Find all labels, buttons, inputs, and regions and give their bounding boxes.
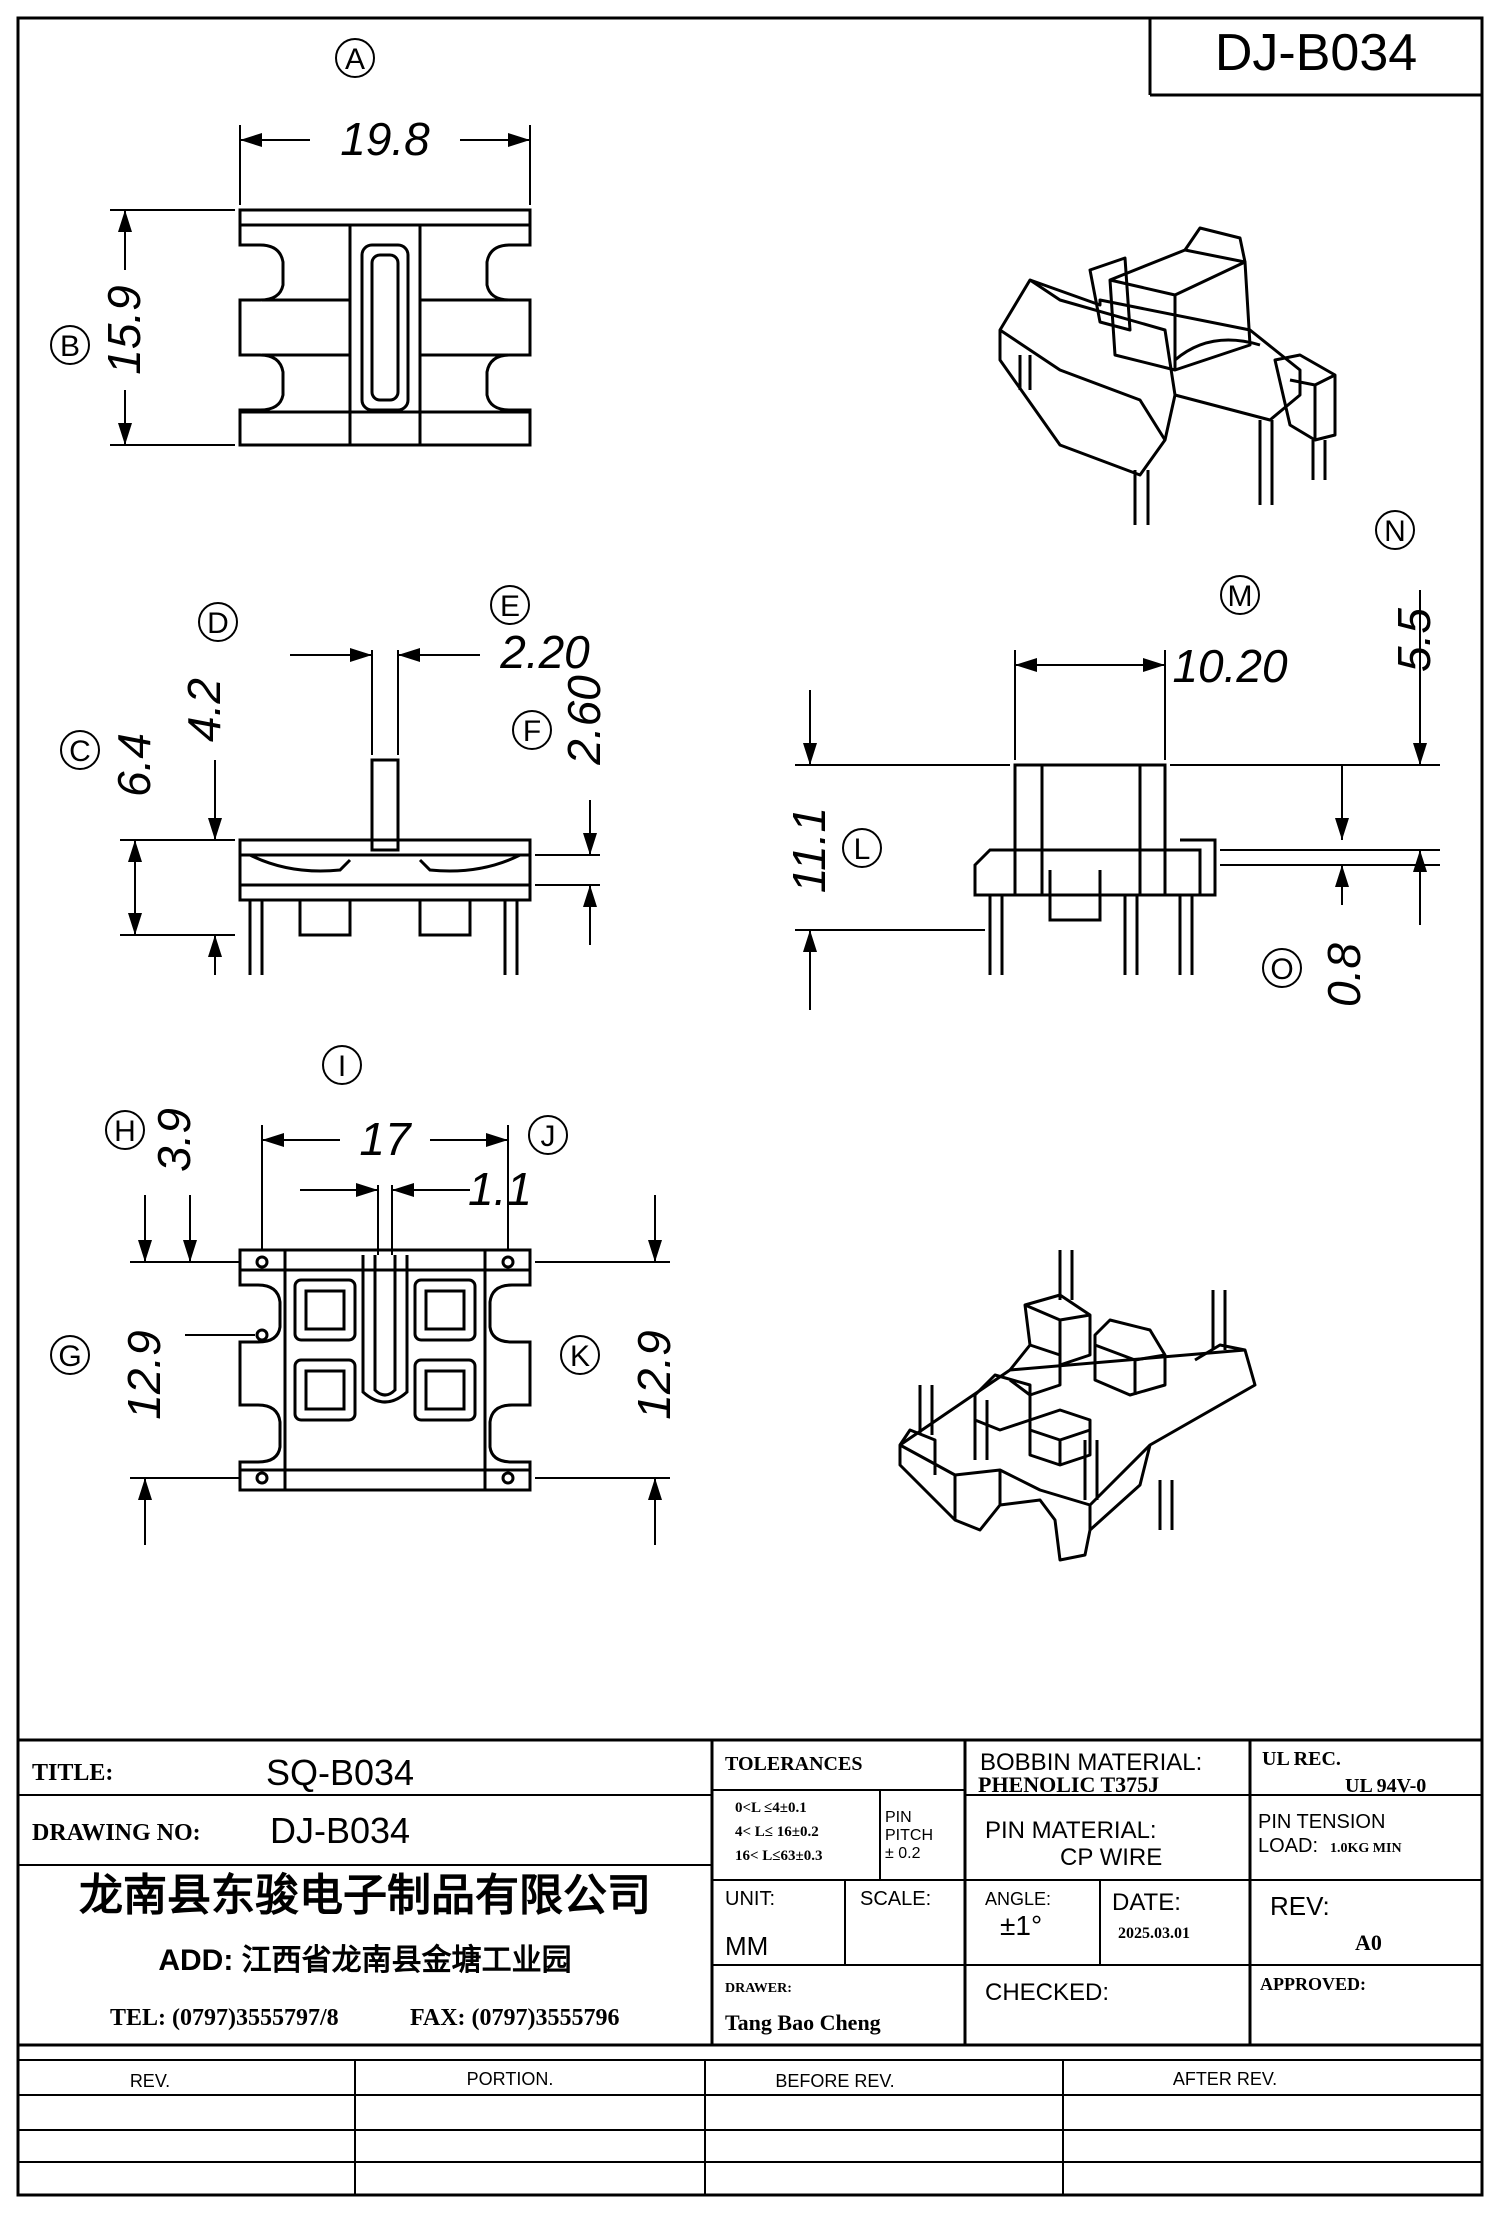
dim-k: 12.9	[628, 1330, 680, 1420]
label-i: I	[338, 1050, 346, 1083]
dim-d: 4.2	[178, 678, 230, 742]
pin-pitch-1: PIN	[885, 1809, 912, 1826]
dim-n: 5.5	[1388, 608, 1440, 672]
scale-label: SCALE:	[860, 1888, 931, 1910]
label-e: E	[500, 590, 520, 623]
pin-tension-label-1: PIN TENSION	[1258, 1811, 1385, 1833]
angle-value: ±1°	[1000, 1910, 1042, 1941]
bobbin-material-value: PHENOLIC T375J	[978, 1772, 1159, 1797]
ul-rec-value: UL 94V-0	[1345, 1775, 1426, 1797]
pin-material-label: PIN MATERIAL:	[985, 1817, 1157, 1844]
dim-a-width: 19.8	[340, 113, 430, 165]
front-view	[120, 648, 600, 975]
date-label: DATE:	[1112, 1889, 1181, 1916]
ul-rec-label: UL REC.	[1262, 1748, 1341, 1770]
company-fax: FAX: (0797)3555796	[410, 2005, 620, 2031]
label-g: G	[58, 1340, 81, 1373]
dim-g: 12.9	[118, 1330, 170, 1420]
company-name: 龙南县东骏电子制品有限公司	[79, 1870, 651, 1920]
label-m: M	[1228, 580, 1253, 613]
dim-h: 3.9	[148, 1108, 200, 1172]
approved-label: APPROVED:	[1260, 1974, 1366, 1994]
pin-pitch-2: PITCH	[885, 1827, 933, 1844]
title-label: TITLE:	[32, 1760, 113, 1786]
drawer-label: DRAWER:	[725, 1981, 792, 1996]
pin-pitch-3: ± 0.2	[885, 1845, 921, 1862]
company-address: ADD: 江西省龙南县金塘工业园	[158, 1943, 571, 1977]
drawing-no-label: DRAWING NO:	[32, 1820, 201, 1846]
dim-o: 0.8	[1318, 943, 1370, 1007]
rev-label: REV:	[1270, 1891, 1330, 1921]
dim-e: 2.20	[499, 626, 590, 678]
drawing-code: DJ-B034	[1215, 24, 1417, 82]
label-o: O	[1270, 953, 1293, 986]
iso-view-bottom	[898, 1250, 1257, 1562]
revision-table-headers: REV. PORTION. BEFORE REV. AFTER REV.	[130, 2069, 1277, 2091]
drawer-name: Tang Bao Cheng	[725, 2010, 881, 2035]
side-view	[795, 590, 1440, 1010]
label-k: K	[570, 1340, 590, 1373]
rev-header: REV.	[130, 2071, 170, 2091]
tolerance-line-1: 0<L ≤4±0.1	[735, 1800, 807, 1816]
iso-view-top	[998, 226, 1337, 525]
dim-f: 2.60	[558, 675, 610, 766]
label-n: N	[1384, 515, 1406, 548]
label-a: A	[345, 43, 365, 76]
rev-value: A0	[1355, 1930, 1382, 1955]
side-view-labels: M 10.20 N 5.5 L 11.1 O 0.8	[783, 510, 1440, 1007]
label-h: H	[114, 1115, 136, 1148]
front-view-labels: D 4.2 E 2.20 C 6.4 F 2.60	[60, 585, 610, 797]
unit-label: UNIT:	[725, 1888, 775, 1910]
pin-tension-label-2: LOAD:	[1258, 1835, 1318, 1857]
label-b: B	[60, 330, 80, 363]
label-c: C	[69, 735, 91, 768]
bottom-view-labels: I 17 H 3.9 J 1.1 G 12.9 K 12.9	[50, 1045, 680, 1420]
dim-m: 10.20	[1172, 640, 1288, 692]
dim-c: 6.4	[108, 733, 160, 797]
label-j: J	[541, 1120, 556, 1153]
pin-material-value: CP WIRE	[1060, 1844, 1162, 1871]
after-rev-header: AFTER REV.	[1173, 2069, 1277, 2089]
tolerance-line-3: 16< L≤63±0.3	[735, 1848, 823, 1864]
drawing-code-box: DJ-B034	[1148, 18, 1482, 97]
before-rev-header: BEFORE REV.	[775, 2071, 894, 2091]
label-l: L	[854, 833, 871, 866]
checked-label: CHECKED:	[985, 1979, 1109, 2006]
angle-label: ANGLE:	[985, 1889, 1051, 1909]
dim-b-height: 15.9	[98, 285, 150, 375]
dim-j: 1.1	[468, 1163, 532, 1215]
company-tel: TEL: (0797)3555797/8	[110, 2005, 339, 2031]
top-view-labels: A 19.8 B 15.9	[50, 38, 430, 375]
bottom-view	[130, 1125, 670, 1545]
top-view	[110, 125, 532, 447]
title-block-grid	[18, 1738, 1482, 2195]
sheet-border	[16, 16, 1484, 2197]
label-d: D	[207, 607, 229, 640]
date-value: 2025.03.01	[1118, 1925, 1190, 1942]
dim-i: 17	[359, 1113, 412, 1165]
title-block-text: TITLE: SQ-B034 DRAWING NO: DJ-B034 龙南县东骏…	[32, 1748, 1426, 2035]
pin-tension-value: 1.0KG MIN	[1330, 1841, 1402, 1856]
portion-header: PORTION.	[467, 2069, 554, 2089]
tolerance-line-2: 4< L≤ 16±0.2	[735, 1824, 819, 1840]
label-f: F	[523, 715, 541, 748]
unit-value: MM	[725, 1931, 768, 1961]
tolerances-label: TOLERANCES	[725, 1753, 862, 1775]
dim-l: 11.1	[783, 807, 835, 893]
bobbin-material-label: BOBBIN MATERIAL:	[980, 1749, 1202, 1776]
title-value: SQ-B034	[266, 1752, 414, 1793]
drawing-no-value: DJ-B034	[270, 1810, 410, 1851]
